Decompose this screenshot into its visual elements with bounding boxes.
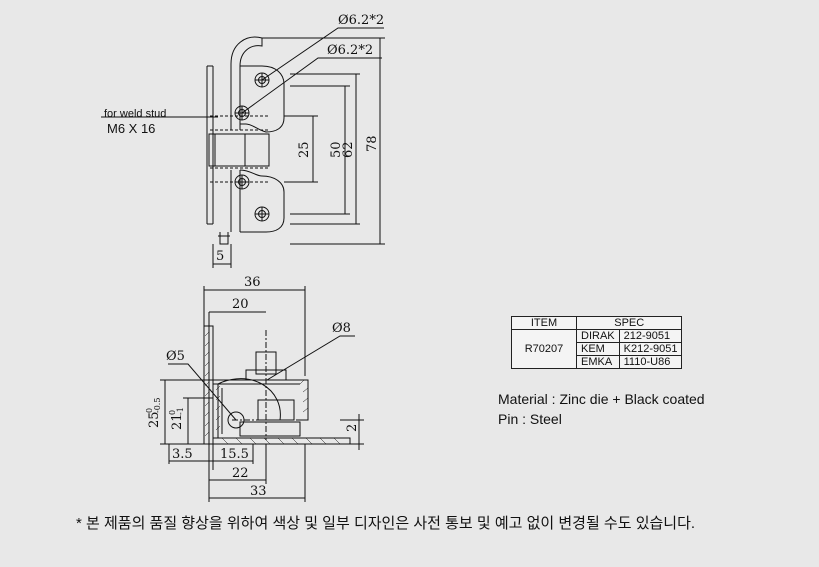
dim-50-top: 50	[329, 141, 344, 158]
dim-20-side: 20	[232, 297, 249, 312]
dim-21-tol-lower: -1	[176, 407, 185, 415]
spec-brand: EMKA	[576, 355, 620, 369]
dim-36-side: 36	[244, 275, 261, 290]
dim-2-side: 2	[345, 424, 360, 432]
spec-table: ITEM SPEC R70207 DIRAK 212-9051 KEM K212…	[511, 316, 683, 369]
pin-line: Pin : Steel	[498, 411, 562, 427]
spec-header-spec: SPEC	[575, 316, 683, 330]
dim-25-top: 25	[297, 141, 312, 158]
dim-62-top: 62	[341, 141, 356, 158]
dim-d8-side: Ø8	[332, 321, 351, 336]
dim-78-top: 78	[365, 135, 380, 152]
spec-header-item: ITEM	[511, 316, 577, 330]
dim-22-side: 22	[232, 466, 249, 481]
weld-stud-label: for weld stud	[104, 108, 167, 120]
top-view-leaders	[101, 27, 384, 118]
dim-21-side: 21	[170, 413, 185, 430]
dim-25-tol-lower: -0.5	[153, 398, 162, 413]
weld-stud-size: M6 X 16	[107, 121, 156, 136]
spec-brand: KEM	[576, 342, 620, 356]
dim-3-5-side: 3.5	[172, 447, 193, 462]
hinge-side-view	[203, 325, 351, 445]
hole-label-upper: Ø6.2*2	[338, 13, 384, 28]
dim-15-5-side: 15.5	[220, 447, 249, 462]
dim-d5-side: Ø5	[166, 349, 185, 364]
hinge-top-view	[206, 36, 285, 245]
spec-code: 212-9051	[618, 329, 683, 343]
dim-21-tol-upper: 0	[168, 410, 177, 415]
side-view-dimensions	[160, 286, 364, 502]
material-line: Material : Zinc die + Black coated	[498, 391, 705, 407]
material-info: Material : Zinc die + Black coated Pin :…	[498, 389, 705, 429]
hole-label-lower: Ø6.2*2	[327, 43, 373, 58]
dim-25-tol-upper: 0	[145, 408, 154, 413]
dim-33-side: 33	[250, 484, 267, 499]
spec-brand: DIRAK	[576, 329, 620, 343]
spec-item-code: R70207	[511, 329, 577, 369]
spec-code: K212-9051	[618, 342, 683, 356]
spec-code: 1110-U86	[618, 355, 683, 369]
dim-25-side: 25	[147, 411, 162, 428]
dim-5-top: 5	[216, 249, 224, 264]
footnote: * 본 제품의 품질 향상을 위하여 색상 및 일부 디자인은 사전 통보 및 …	[76, 515, 696, 532]
top-view-dimensions	[212, 37, 385, 268]
